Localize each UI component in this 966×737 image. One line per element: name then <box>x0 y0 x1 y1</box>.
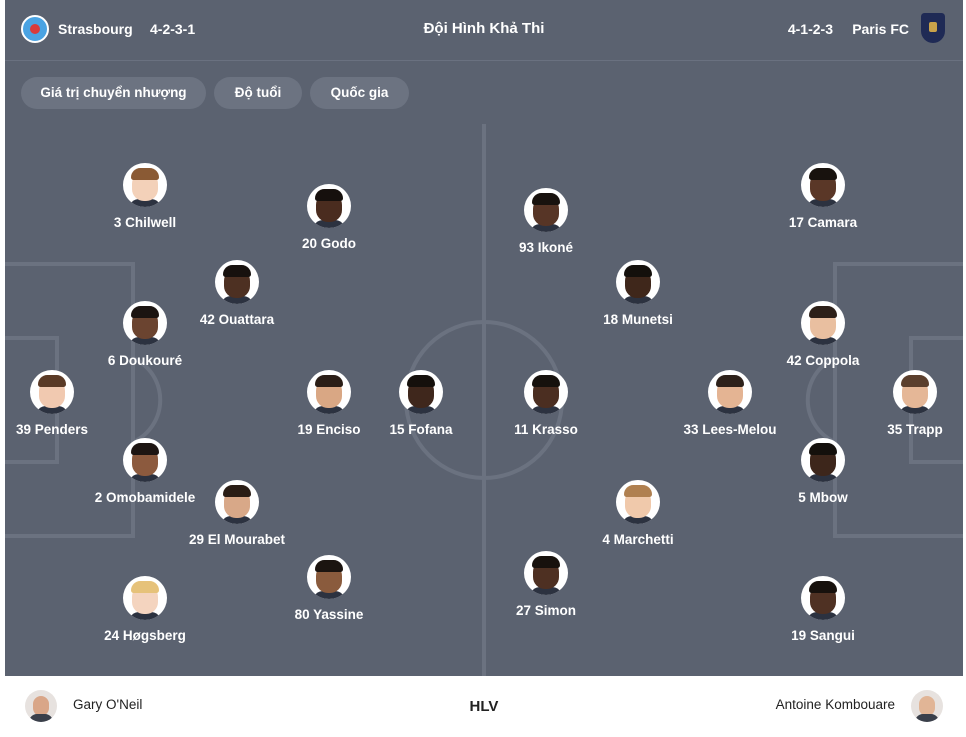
away-coach-name[interactable]: Antoine Kombouare <box>775 697 895 712</box>
player-avatar[interactable] <box>123 163 167 207</box>
home-formation: 4-2-3-1 <box>150 21 196 37</box>
paris-fc-logo-icon[interactable] <box>921 13 945 43</box>
away-formation: 4-1-2-3 <box>787 21 833 37</box>
home-coach-name[interactable]: Gary O'Neil <box>73 697 143 712</box>
player-name: 18 Munetsi <box>603 312 673 327</box>
player-avatar[interactable] <box>708 370 752 414</box>
player-avatar[interactable] <box>123 301 167 345</box>
home-player-80-yassine[interactable]: 80 Yassine <box>274 555 384 623</box>
player-name: 20 Godo <box>301 236 356 251</box>
player-avatar[interactable] <box>215 260 259 304</box>
player-avatar[interactable] <box>616 260 660 304</box>
home-player-19-enciso[interactable]: 19 Enciso <box>274 370 384 438</box>
filter-bar: Giá trị chuyển nhượng Độ tuổi Quốc gia <box>5 60 963 125</box>
player-name: 42 Ouattara <box>199 312 275 327</box>
home-player-15-fofana[interactable]: 15 Fofana <box>366 370 476 438</box>
home-team-name[interactable]: Strasbourg <box>58 21 133 37</box>
away-player-33-lees-melou[interactable]: 33 Lees-Melou <box>675 370 785 438</box>
home-player-20-godo[interactable]: 20 Godo <box>274 184 384 252</box>
player-avatar[interactable] <box>307 370 351 414</box>
filter-age-button[interactable]: Độ tuổi <box>214 77 302 109</box>
away-player-19-sangui[interactable]: 19 Sangui <box>768 576 878 644</box>
player-name: 11 Krasso <box>514 422 578 437</box>
player-name: 17 Camara <box>788 215 858 230</box>
player-avatar[interactable] <box>399 370 443 414</box>
player-avatar[interactable] <box>307 184 351 228</box>
player-name: 35 Trapp <box>887 422 943 437</box>
away-penalty-arc <box>805 356 836 444</box>
filter-nationality-button[interactable]: Quốc gia <box>310 77 409 109</box>
coaches-bar: Gary O'Neil HLV Antoine Kombouare <box>5 676 963 737</box>
home-player-42-ouattara[interactable]: 42 Ouattara <box>182 260 292 328</box>
player-name: 2 Omobamidele <box>94 490 196 505</box>
home-player-3-chilwell[interactable]: 3 Chilwell <box>90 163 200 231</box>
away-penalty-box <box>833 262 963 538</box>
away-player-4-marchetti[interactable]: 4 Marchetti <box>583 480 693 548</box>
filter-market-value-button[interactable]: Giá trị chuyển nhượng <box>21 77 206 109</box>
coach-label: HLV <box>469 698 499 715</box>
player-name: 42 Coppola <box>786 353 860 368</box>
away-player-11-krasso[interactable]: 11 Krasso <box>491 370 601 438</box>
away-team-name[interactable]: Paris FC <box>852 21 909 37</box>
home-coach-avatar[interactable] <box>25 690 57 722</box>
player-avatar[interactable] <box>30 370 74 414</box>
home-penalty-box <box>5 262 135 538</box>
player-avatar[interactable] <box>123 576 167 620</box>
player-avatar[interactable] <box>801 438 845 482</box>
player-name: 93 Ikoné <box>518 240 574 255</box>
player-avatar[interactable] <box>616 480 660 524</box>
player-avatar[interactable] <box>524 188 568 232</box>
away-player-17-camara[interactable]: 17 Camara <box>768 163 878 231</box>
player-name: 4 Marchetti <box>602 532 674 547</box>
player-name: 24 Høgsberg <box>104 628 186 643</box>
player-avatar[interactable] <box>801 301 845 345</box>
strasbourg-logo-icon[interactable] <box>21 15 49 43</box>
player-avatar[interactable] <box>215 480 259 524</box>
player-name: 15 Fofana <box>389 422 453 437</box>
lineup-widget: Strasbourg 4-2-3-1 Đội Hình Khả Thi 4-1-… <box>5 0 963 737</box>
player-avatar[interactable] <box>801 576 845 620</box>
player-name: 27 Simon <box>515 603 577 618</box>
away-player-93-ikon[interactable]: 93 Ikoné <box>491 188 601 256</box>
away-player-35-trapp[interactable]: 35 Trapp <box>860 370 963 438</box>
lineup-title: Đội Hình Khả Thi <box>423 20 545 37</box>
player-name: 19 Enciso <box>297 422 361 437</box>
player-avatar[interactable] <box>524 551 568 595</box>
pitch: 39 Penders 3 Chilwell 6 Doukouré 2 Omobamid… <box>5 124 963 676</box>
home-player-24-h-gsberg[interactable]: 24 Høgsberg <box>90 576 200 644</box>
player-name: 5 Mbow <box>798 490 848 505</box>
player-name: 3 Chilwell <box>113 215 177 230</box>
player-name: 19 Sangui <box>791 628 855 643</box>
home-player-39-penders[interactable]: 39 Penders <box>5 370 107 438</box>
away-coach-avatar[interactable] <box>911 690 943 722</box>
away-player-42-coppola[interactable]: 42 Coppola <box>768 301 878 369</box>
away-player-5-mbow[interactable]: 5 Mbow <box>768 438 878 506</box>
lineup-header: Strasbourg 4-2-3-1 Đội Hình Khả Thi 4-1-… <box>5 0 963 60</box>
player-name: 80 Yassine <box>294 607 364 622</box>
home-player-2-omobamidele[interactable]: 2 Omobamidele <box>90 438 200 506</box>
away-player-27-simon[interactable]: 27 Simon <box>491 551 601 619</box>
player-avatar[interactable] <box>893 370 937 414</box>
player-avatar[interactable] <box>307 555 351 599</box>
home-player-6-doukour[interactable]: 6 Doukouré <box>90 301 200 369</box>
away-player-18-munetsi[interactable]: 18 Munetsi <box>583 260 693 328</box>
player-name: 39 Penders <box>15 422 89 437</box>
player-avatar[interactable] <box>123 438 167 482</box>
player-name: 29 El Mourabet <box>188 532 286 547</box>
player-name: 6 Doukouré <box>107 353 183 368</box>
player-name: 33 Lees-Melou <box>683 422 777 437</box>
player-avatar[interactable] <box>801 163 845 207</box>
home-player-29-el-mourabet[interactable]: 29 El Mourabet <box>182 480 292 548</box>
home-penalty-arc <box>132 356 163 444</box>
player-avatar[interactable] <box>524 370 568 414</box>
